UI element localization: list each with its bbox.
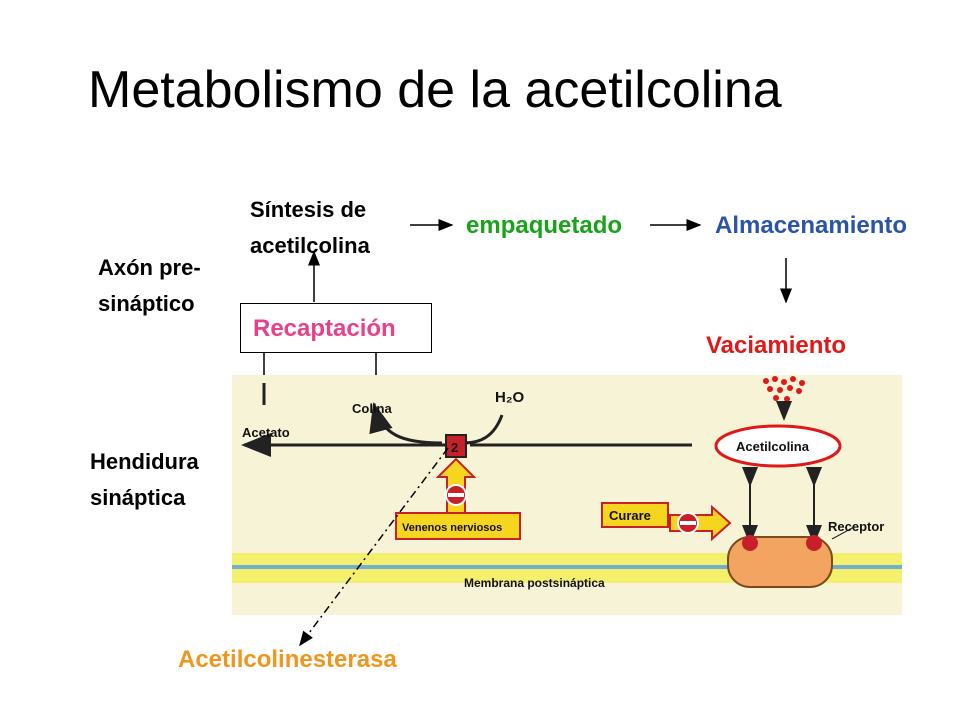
receptor-site-left	[742, 535, 758, 551]
axon-label: Axón pre- sináptico	[98, 250, 201, 322]
enzyme-pointer-line	[299, 447, 449, 647]
membrane-label: Membrana postsináptica	[464, 576, 605, 590]
synthesis-label-line1: Síntesis de	[250, 197, 367, 222]
cleft-label: Hendidura sináptica	[90, 444, 199, 516]
curare-box	[601, 502, 669, 528]
release-label: Vaciamiento	[706, 332, 847, 359]
nerve-poisons-box	[395, 512, 521, 540]
cleft-label-line1: Hendidura	[90, 449, 199, 474]
axon-label-line1: Axón pre-	[98, 255, 201, 280]
synthesis-label: Síntesis de acetilcolina	[250, 192, 370, 264]
reuptake-label: Recaptación	[253, 315, 396, 342]
curare-label: Curare	[609, 508, 651, 523]
synapse-illustration: Colina H₂O Acetato 2 Venenos nerviosos C…	[232, 375, 902, 615]
receptor-label: Receptor	[828, 519, 884, 534]
water-label: H₂O	[495, 389, 524, 406]
reuptake-box: Recaptación	[240, 303, 432, 353]
cleft-label-line2: sináptica	[90, 485, 186, 510]
receptor-site-right	[806, 535, 822, 551]
enzyme-number: 2	[451, 440, 458, 455]
axon-label-line2: sináptico	[98, 291, 195, 316]
acetylcholine-label: Acetilcolina	[736, 439, 810, 454]
acetate-label: Acetato	[242, 425, 290, 440]
enzyme-label: Acetilcolinesterasa	[178, 646, 397, 673]
packaging-label: empaquetado	[466, 212, 623, 239]
minus-icon	[448, 493, 464, 497]
page-title: Metabolismo de la acetilcolina	[88, 61, 782, 119]
choline-arrow	[369, 402, 443, 445]
nerve-poisons-label: Venenos nerviosos	[402, 522, 502, 534]
released-acetylcholine-dots	[763, 376, 805, 402]
enzyme-site	[445, 434, 467, 458]
membrane-blue-band	[232, 565, 902, 569]
water-arrow	[463, 414, 504, 445]
curare-minus-icon	[680, 521, 696, 525]
receptor-pointer	[831, 526, 855, 540]
storage-label: Almacenamiento	[715, 212, 908, 239]
choline-label: Colina	[352, 401, 392, 416]
acetylcholine-ellipse	[714, 424, 842, 468]
